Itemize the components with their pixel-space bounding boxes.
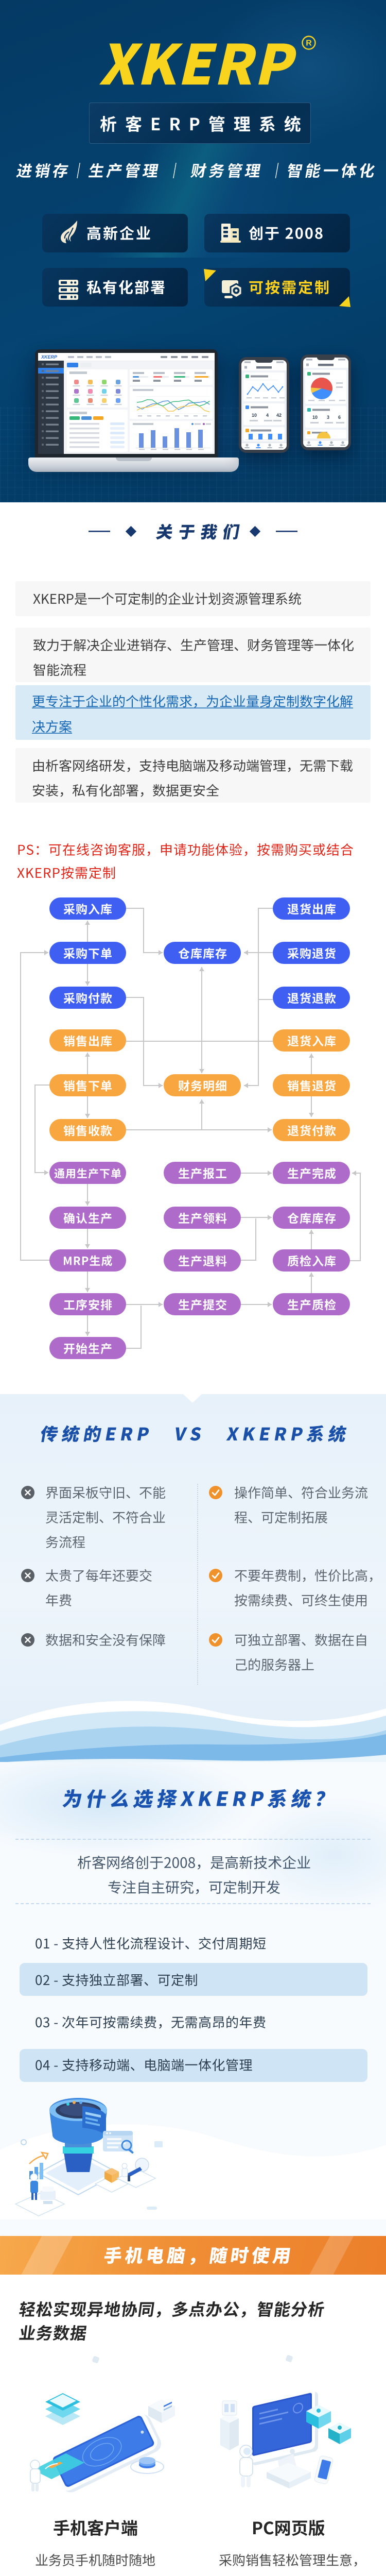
svg-text:10: 10 (312, 415, 318, 420)
svg-text:42: 42 (276, 413, 282, 418)
svg-text:10: 10 (252, 413, 257, 418)
svg-text:6: 6 (338, 415, 341, 420)
svg-text:4: 4 (266, 413, 269, 418)
svg-text:R: R (306, 39, 312, 48)
svg-text:3: 3 (327, 415, 329, 420)
svg-text:XKERP: XKERP (41, 354, 58, 360)
